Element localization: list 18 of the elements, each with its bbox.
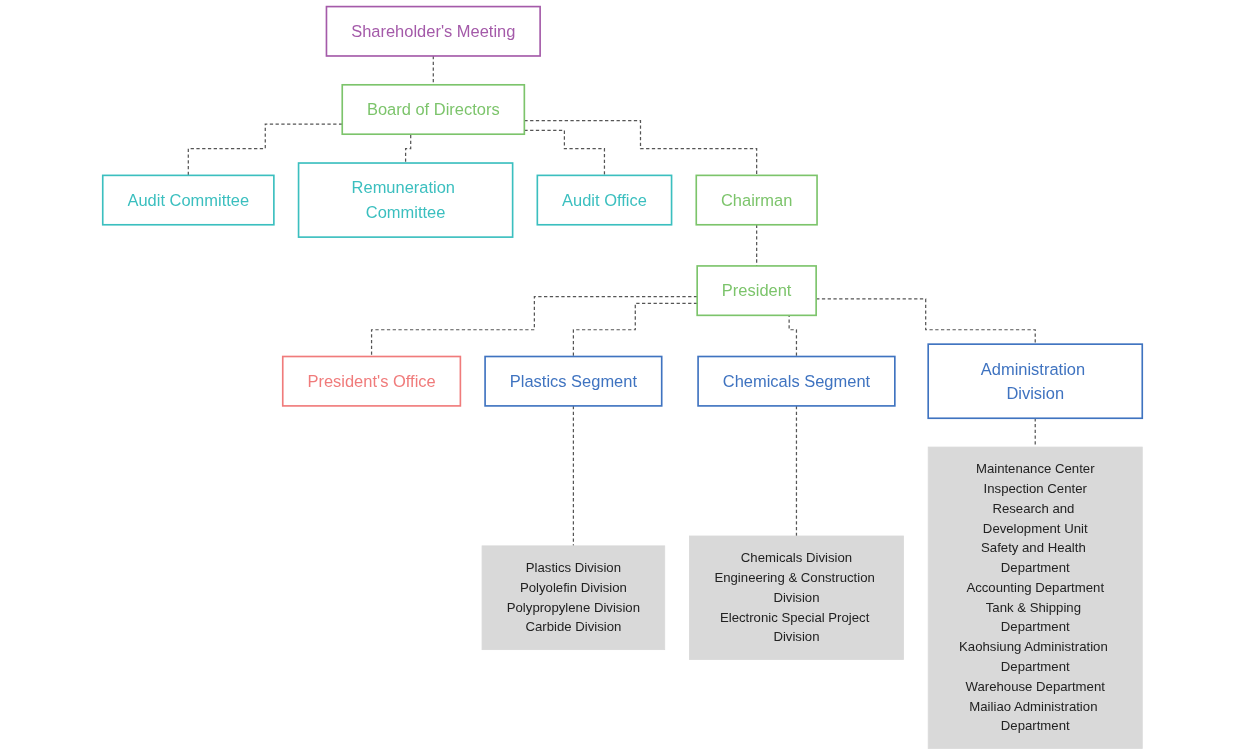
node-box: President bbox=[696, 265, 817, 317]
node-box: Remuneration Committee bbox=[297, 162, 514, 238]
node-box: President's Office bbox=[281, 355, 462, 407]
node-box: Audit Office bbox=[536, 174, 673, 226]
node-box: Board of Directors bbox=[341, 83, 526, 136]
connector bbox=[572, 302, 698, 358]
node-box: Shareholder's Meeting bbox=[325, 5, 541, 57]
node-box: Audit Committee bbox=[101, 174, 275, 226]
node-box: Plastics Segment bbox=[484, 355, 663, 407]
connector bbox=[795, 405, 798, 537]
node-box: Chairman bbox=[695, 174, 818, 226]
connector bbox=[187, 123, 343, 176]
node-box: Administration Division bbox=[927, 343, 1144, 420]
connector bbox=[370, 296, 698, 358]
node-box: Maintenance Center Inspection Center Research and Development Unit Safety and Health Department Accounting Department Tank & Shipping Department Kaohsiung Administration Department Warehouse Department Mailiao Administration Department bbox=[927, 446, 1143, 749]
node-box: Chemicals Segment bbox=[697, 355, 896, 407]
node-box: Chemicals Division Engineering & Construction Division Electronic Special Project Division bbox=[689, 535, 904, 660]
node-box: Plastics Division Polyolefin Division Polypropylene Division Carbide Division bbox=[481, 545, 666, 650]
